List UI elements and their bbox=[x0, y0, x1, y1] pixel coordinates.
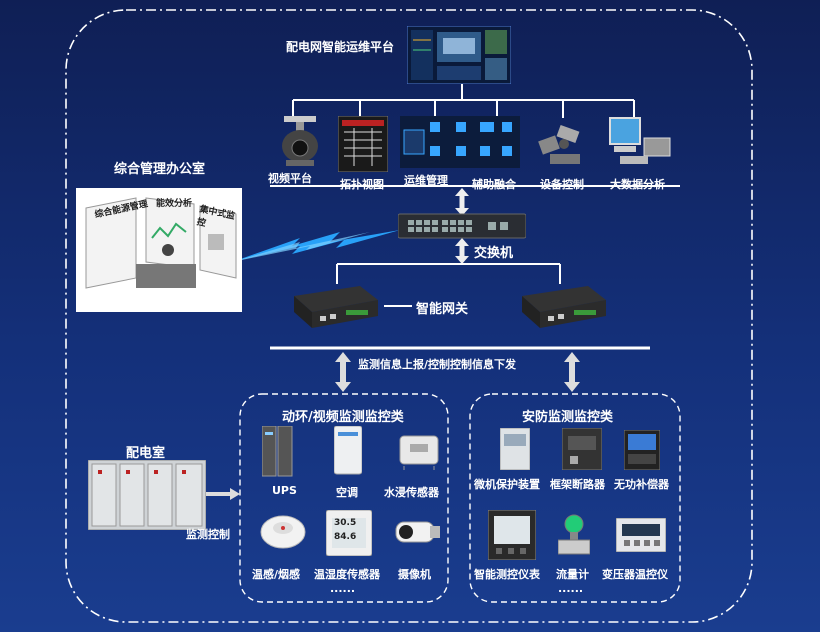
air-conditioner-icon bbox=[334, 426, 362, 475]
gateway-label: 智能网关 bbox=[416, 302, 469, 317]
bus-label: 监测信息上报/控制控制信息下发 bbox=[358, 358, 517, 371]
sensor-reading-temp: 30.5 bbox=[334, 518, 357, 528]
platform-screen-icon bbox=[407, 26, 511, 84]
env-item-ups: UPS bbox=[272, 484, 297, 497]
env-item-smoke: 温感/烟感 bbox=[252, 568, 301, 581]
transformer-temp-controller-icon bbox=[616, 518, 666, 552]
camera-icon bbox=[395, 521, 440, 543]
gateway-left-icon bbox=[294, 286, 378, 328]
smart-meter-icon bbox=[488, 510, 536, 560]
switch-label: 交换机 bbox=[474, 246, 514, 261]
security-item-transformer: 变压器温控仪 bbox=[602, 568, 668, 581]
app-label-operation: 运维管理 bbox=[404, 174, 448, 187]
app-label-video: 视频平台 bbox=[268, 172, 312, 185]
thermo-hygro-sensor-icon bbox=[326, 510, 372, 556]
room-control-label: 监测控制 bbox=[186, 528, 230, 541]
env-ellipsis: ...... bbox=[330, 582, 356, 595]
network-switch-icon bbox=[398, 213, 526, 239]
smoke-detector-icon bbox=[260, 515, 306, 549]
env-item-camera: 摄像机 bbox=[398, 568, 431, 581]
sensor-reading-humidity: 84.6 bbox=[334, 532, 357, 542]
security-group-title: 安防监测监控类 bbox=[522, 410, 614, 425]
robot-arm-icon bbox=[538, 124, 580, 164]
platform-title: 配电网智能运维平台 bbox=[286, 40, 395, 54]
security-item-flowmeter: 流量计 bbox=[556, 568, 589, 581]
topology-view-icon bbox=[338, 116, 388, 172]
data-terminal-icon bbox=[609, 117, 671, 164]
env-item-ac: 空调 bbox=[336, 486, 358, 499]
gateway-right-icon bbox=[522, 286, 606, 328]
env-group-title: 动环/视频监测监控类 bbox=[282, 410, 404, 425]
env-item-water: 水浸传感器 bbox=[384, 486, 439, 499]
water-leak-sensor-icon bbox=[399, 435, 439, 470]
security-ellipsis: ...... bbox=[558, 582, 584, 595]
ups-icon bbox=[262, 426, 293, 477]
operation-dashboard-icon bbox=[400, 116, 520, 168]
flowmeter-icon bbox=[558, 514, 590, 555]
dome-camera-icon bbox=[282, 116, 318, 166]
office-panel-efficiency: 能效分析 bbox=[156, 199, 193, 209]
app-label-bigdata: 大数据分析 bbox=[610, 178, 665, 191]
office-title: 综合管理办公室 bbox=[114, 162, 206, 177]
security-item-breaker: 框架断路器 bbox=[550, 478, 605, 491]
room-title: 配电室 bbox=[126, 446, 166, 461]
env-item-thermo: 温湿度传感器 bbox=[314, 568, 380, 581]
var-compensator-icon bbox=[624, 430, 660, 470]
app-label-aux: 辅助融合 bbox=[472, 178, 516, 191]
switchgear-cabinet-icon bbox=[88, 460, 206, 530]
office-image: 综合能源管理 能效分析 集中式监控 bbox=[76, 188, 242, 312]
app-label-control: 设备控制 bbox=[540, 178, 584, 191]
office-illustration-icon bbox=[85, 197, 237, 289]
security-item-protection: 微机保护装置 bbox=[474, 478, 540, 491]
security-item-meter: 智能测控仪表 bbox=[474, 568, 540, 581]
frame-breaker-icon bbox=[562, 428, 602, 470]
protection-device-icon bbox=[500, 428, 530, 470]
app-label-topology: 拓扑视图 bbox=[340, 178, 384, 191]
security-item-compensator: 无功补偿器 bbox=[614, 478, 669, 491]
